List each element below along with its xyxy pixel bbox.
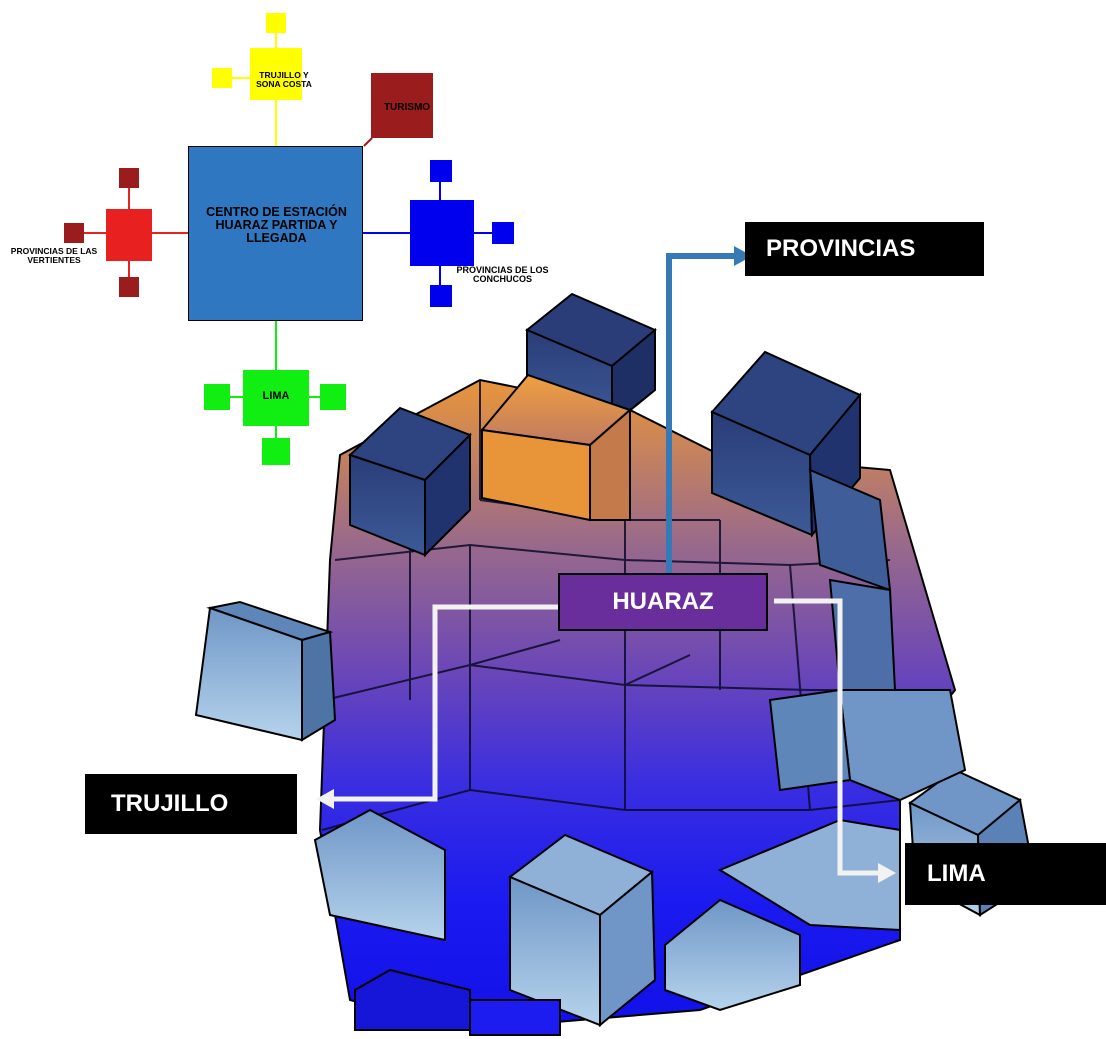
map-label-provincias-conchucos: PROVINCIAS DE LOS CONCHUCOS (456, 265, 549, 285)
map-label-lima: LIMA (262, 390, 290, 402)
map-node-small-east-top (430, 160, 452, 182)
destination-trujillo-label: TRUJILLO (111, 790, 229, 817)
destination-provincias: PROVINCIAS (745, 222, 984, 276)
map-node-small-south-bottom (262, 438, 290, 465)
map-node-small-west-top (119, 168, 139, 188)
map-node-small-south-right (320, 384, 346, 410)
hub-huaraz-label: HUARAZ (612, 588, 714, 615)
map-node-trujillo-costa (250, 48, 302, 100)
arrow-to-lima (774, 598, 896, 883)
map-node-provincias-conchucos (410, 200, 474, 266)
hub-huaraz: HUARAZ (558, 573, 768, 631)
map-node-lima (243, 370, 309, 426)
map-label-provincias-vertientes: PROVINCIAS DE LAS VERTIENTES (10, 246, 98, 265)
map-node-turismo (371, 73, 433, 138)
map-node-small-north-left (212, 68, 232, 88)
arrow-to-trujillo (316, 604, 558, 809)
destination-trujillo: TRUJILLO (85, 774, 297, 834)
destination-lima-label: LIMA (927, 860, 986, 887)
arrow-to-provincias (666, 246, 752, 578)
map-node-small-east-bottom (430, 285, 452, 307)
map-node-small-north-top (266, 13, 286, 33)
map-node-small-west-bottom (119, 277, 139, 297)
map-node-small-east-right (492, 222, 514, 244)
map-node-provincias-vertientes (106, 209, 152, 261)
map-node-small-west-left (64, 223, 84, 243)
destination-provincias-label: PROVINCIAS (766, 235, 916, 262)
map-label-trujillo-costa: TRUJILLO Y SONA COSTA (256, 70, 312, 89)
map-label-turismo: TURISMO (383, 102, 431, 113)
map-node-center-huaraz (188, 146, 363, 321)
map-node-small-south-left (204, 384, 230, 410)
destination-lima: LIMA (905, 843, 1106, 905)
map-label-center-huaraz: CENTRO DE ESTACIÓN HUARAZ PARTIDA Y LLEG… (206, 205, 347, 246)
